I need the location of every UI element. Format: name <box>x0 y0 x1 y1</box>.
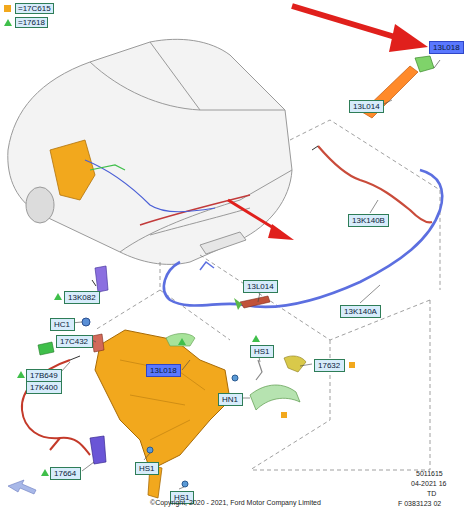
callout-number: 13L014 <box>353 102 380 111</box>
legend-swatch <box>4 19 12 26</box>
callout-box: HS1 <box>135 462 159 475</box>
callout-box: HS1 <box>250 345 274 358</box>
legend-text: =17618 <box>15 17 48 28</box>
callout-number: HS1 <box>139 464 155 473</box>
callout-number: 17K400 <box>30 383 58 392</box>
car-outline <box>8 39 292 264</box>
callout-box: 13L014 <box>349 100 384 113</box>
callout-number: HS1 <box>254 347 270 356</box>
drawing-reference: 04-2021 16 <box>411 480 446 488</box>
drawing-reference: TD <box>427 490 436 498</box>
legend-swatch <box>4 5 11 12</box>
callout-number: HN1 <box>222 395 238 404</box>
callout-number: 17632 <box>318 361 340 370</box>
drawing-reference: F 0383123 02 <box>398 500 441 508</box>
legend-text: =17C615 <box>15 3 54 14</box>
callout-number: 17664 <box>54 469 76 478</box>
copyright-note: ©Copyright, 2020 - 2021, Ford Motor Comp… <box>150 499 321 507</box>
callout-box: 13L018 <box>146 364 181 377</box>
callout-box: 13K140B <box>348 214 389 227</box>
callout-box: 17C432 <box>56 335 93 348</box>
drawing-reference: 5011615 <box>416 470 443 478</box>
callout-box: 13K082 <box>64 291 100 304</box>
callout-box: 17632 <box>314 359 345 372</box>
callout-number: 13K140B <box>352 216 385 225</box>
callout-number: 13L014 <box>247 282 274 291</box>
callout-number: 17B649 <box>30 371 58 380</box>
callout-box: 17664 <box>50 467 81 480</box>
callout-number: 13L018 <box>150 366 177 375</box>
callout-number: 17C432 <box>60 337 88 346</box>
callout-box: 13L018 <box>429 41 464 54</box>
callout-number: 13L018 <box>433 43 460 52</box>
callout-box: HN1 <box>218 393 243 406</box>
callout-box: 13L014 <box>243 280 278 293</box>
callout-box: HC1 <box>50 318 75 331</box>
callout-box: 13K140A <box>340 305 381 318</box>
callout-number: 13K082 <box>68 293 96 302</box>
callout-number: 13K140A <box>344 307 377 316</box>
callout-number: HC1 <box>54 320 70 329</box>
callout-box: 17K400 <box>26 381 62 394</box>
